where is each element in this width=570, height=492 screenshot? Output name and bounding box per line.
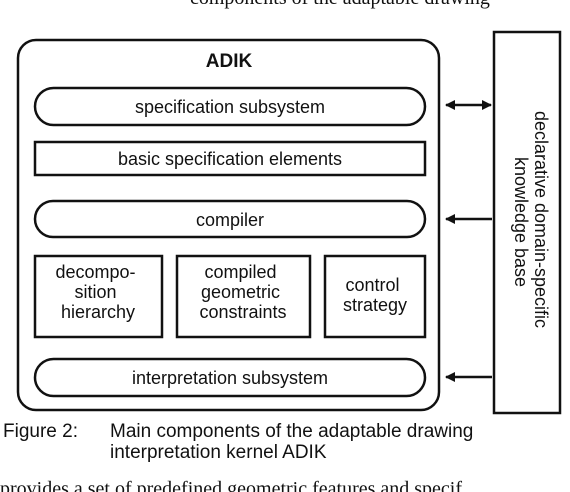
constraints-line-2: geometric [201, 282, 280, 302]
decomposition-line-3: hierarchy [61, 302, 135, 322]
compiler-label: compiler [196, 210, 264, 230]
basic-specification-elements-box [33, 140, 427, 177]
figure-caption: Figure 2: Main components of the adaptabl… [3, 421, 563, 463]
compiled-geometric-constraints-box [175, 254, 312, 339]
specification-subsystem-box [33, 86, 427, 127]
control-strategy-label: control strategy [343, 275, 407, 315]
clipped-text-top-content: components of the adaptable drawing [190, 0, 490, 10]
knowledge-base-line-1: declarative domain-specific [531, 111, 551, 328]
interpretation-subsystem-label: interpretation subsystem [132, 368, 328, 388]
adik-outer-box [16, 38, 441, 412]
caption-number: Figure 2: [3, 421, 78, 442]
clipped-text-bottom-content: provides a set of predefined geometric f… [0, 478, 463, 492]
constraints-line-3: constraints [199, 302, 286, 322]
decomposition-hierarchy-box [33, 254, 164, 339]
knowledge-base-label: declarative domain-specific knowledge ba… [511, 111, 551, 333]
specification-subsystem-label: specification subsystem [135, 97, 325, 117]
knowledge-base-line-2: knowledge base [511, 157, 531, 287]
interpretation-subsystem-box [33, 357, 427, 398]
decomposition-line-2: sition [74, 282, 116, 302]
compiler-box [33, 199, 427, 239]
clipped-text-bottom: provides a set of predefined geometric f… [0, 476, 570, 492]
control-line-1: control [345, 275, 399, 295]
basic-specification-elements-label: basic specification elements [118, 149, 342, 169]
decomposition-hierarchy-label: decompo- sition hierarchy [55, 262, 140, 322]
knowledge-base-box [492, 30, 562, 415]
constraints-line-1: compiled [204, 262, 276, 282]
control-line-2: strategy [343, 295, 407, 315]
caption-line-2: interpretation kernel ADIK [110, 442, 327, 463]
decomposition-line-1: decompo- [55, 262, 135, 282]
control-strategy-box [323, 254, 427, 339]
caption-line-1: Figure 2: Main components of the adaptabl… [3, 421, 563, 442]
adik-title: ADIK [206, 51, 253, 72]
compiled-geometric-constraints-label: compiled geometric constraints [199, 262, 286, 322]
caption-text-1: Main components of the adaptable drawing [110, 421, 474, 442]
clipped-text-top: components of the adaptable drawing [0, 0, 570, 10]
